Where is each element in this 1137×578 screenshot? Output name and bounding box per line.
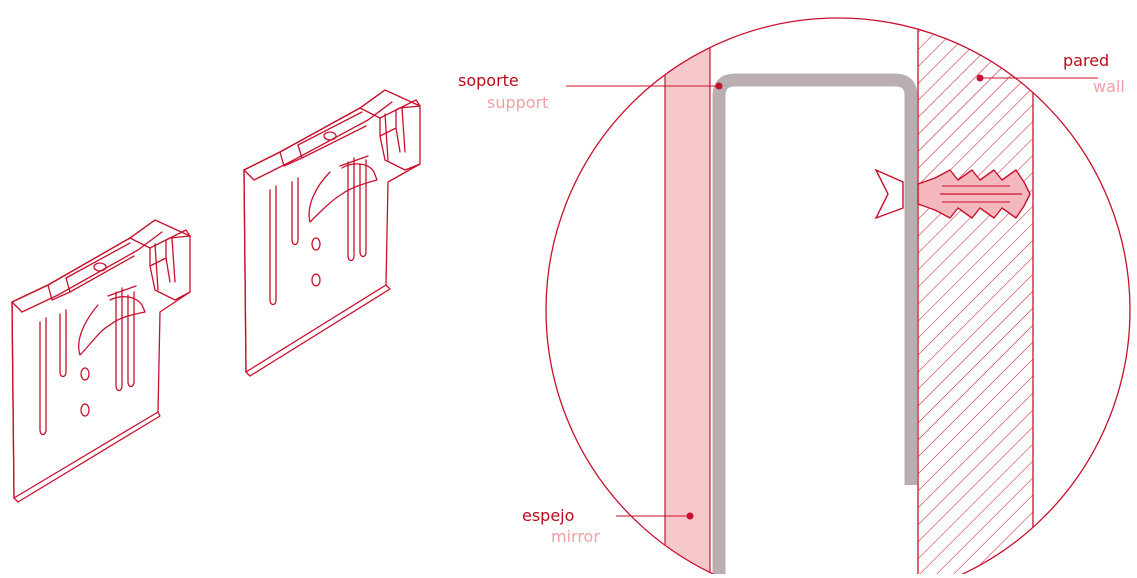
support-label-en: support xyxy=(487,93,548,112)
mirror-label-es: espejo xyxy=(522,506,574,525)
support-label-es: soporte xyxy=(458,71,519,90)
wall-label-en: wall xyxy=(1093,77,1125,96)
wall-callout: pared wall xyxy=(976,51,1125,96)
mirror-section xyxy=(664,18,711,575)
support-callout: soporte support xyxy=(458,71,723,112)
bracket-back-illustration xyxy=(243,89,421,377)
bracket-front-illustration xyxy=(11,219,191,503)
mirror-callout: espejo mirror xyxy=(522,506,694,546)
wall-label-es: pared xyxy=(1063,51,1109,70)
mirror-label-en: mirror xyxy=(551,527,600,546)
wall-section xyxy=(918,18,1033,574)
support-profile xyxy=(712,73,918,574)
screw-head xyxy=(874,168,904,220)
detail-circle xyxy=(545,17,1131,578)
cross-section-detail xyxy=(545,17,1131,578)
